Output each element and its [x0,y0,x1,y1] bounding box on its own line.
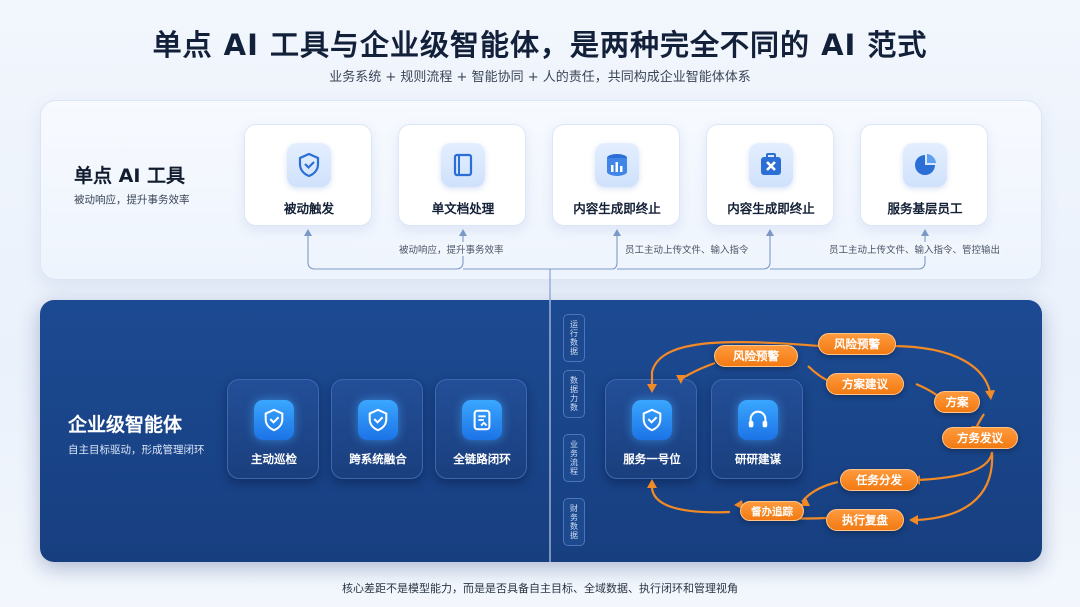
enterprise-agent-description: 自主目标驱动，形成管理闭环 [68,444,205,456]
page-subtitle: 业务系统 + 规则流程 + 智能协同 + 人的责任，共同构成企业智能体体系 [329,70,751,85]
tool-card-serve-staff[interactable]: 服务基层员工 [860,124,988,226]
tool-card-label: 被动触发 [283,201,334,216]
loop-supervise-track: 督办追踪 [740,501,804,521]
tool-card-content-end-2[interactable]: 内容生成即终止 [706,124,834,226]
connector-note-2: 员工主动上传文件、输入指令 [622,242,752,256]
agent-card-research[interactable]: 研研建谋 [711,379,803,479]
loop-plan-suggest: 方案建议 [826,373,904,395]
tool-card-label: 单文档处理 [431,201,495,216]
shield-check-icon [287,143,331,187]
agent-card-label: 全链路闭环 [453,452,511,466]
pie-chart-icon [903,143,947,187]
agent-card-full-loop[interactable]: 全链路闭环 [435,379,527,479]
tool-card-label: 服务基层员工 [887,201,963,216]
data-tag-1: 运行数据 [563,314,585,362]
agent-card-proactive-inspection[interactable]: 主动巡检 [227,379,319,479]
page-title: 单点 AI 工具与企业级智能体，是两种完全不同的 AI 范式 [152,28,928,62]
single-tool-description: 被动响应，提升事务效率 [74,194,190,206]
shield-check-icon [632,400,672,440]
agent-card-label: 研研建谋 [735,452,781,466]
loop-plan-release: 方务发议 [942,427,1018,449]
single-tool-title: 单点 AI 工具 [74,165,186,187]
document-icon [441,143,485,187]
headset-icon [738,400,778,440]
data-tag-4: 财务数据 [563,498,585,546]
tool-card-label: 内容生成即终止 [573,201,661,216]
agent-card-serve-leader[interactable]: 服务一号位 [605,379,697,479]
tool-card-passive-trigger[interactable]: 被动触发 [244,124,372,226]
agent-card-label: 跨系统融合 [349,452,407,466]
shield-check-icon [254,400,294,440]
data-tag-3: 业务流程 [563,434,585,482]
loop-risk-alert-left: 风险预警 [714,345,798,367]
agent-card-cross-system[interactable]: 跨系统融合 [331,379,423,479]
agent-card-label: 服务一号位 [623,452,681,466]
close-box-icon [749,143,793,187]
enterprise-agent-title: 企业级智能体 [68,414,183,436]
agent-card-label: 主动巡检 [251,452,297,466]
connector-note-1: 被动响应，提升事务效率 [396,242,507,256]
data-tag-2: 数据力数 [563,370,585,418]
tool-card-single-doc[interactable]: 单文档处理 [398,124,526,226]
loop-plan: 方案 [934,391,980,413]
connector-note-3: 员工主动上传文件、输入指令、管控输出 [826,242,1004,256]
tool-card-label: 内容生成即终止 [727,201,815,216]
loop-execute-review: 执行复盘 [826,509,904,531]
loop-task-dispatch: 任务分发 [840,469,918,491]
document-flow-icon [462,400,502,440]
footer-note: 核心差距不是模型能力，而是是否具备自主目标、全域数据、执行闭环和管理视角 [342,582,738,595]
database-icon [595,143,639,187]
tool-card-content-end-1[interactable]: 内容生成即终止 [552,124,680,226]
loop-risk-alert-top: 风险预警 [818,333,896,355]
shield-check-icon [358,400,398,440]
